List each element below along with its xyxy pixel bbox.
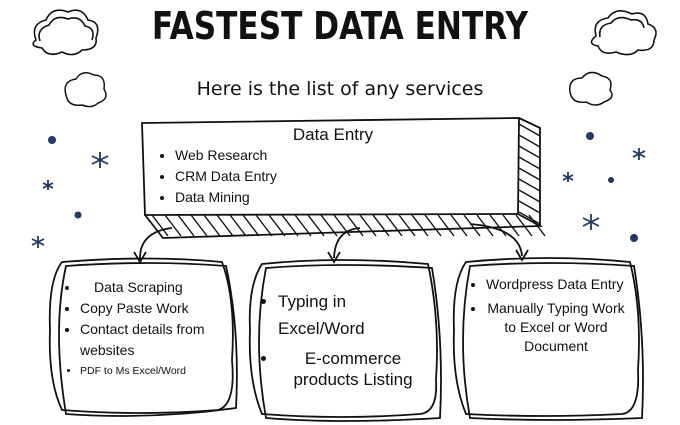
hatch-line xyxy=(177,214,195,237)
service-card-2: Typing in Excel/Word E-commerce products… xyxy=(258,288,428,390)
hatch-line xyxy=(518,123,541,137)
hatch-line xyxy=(359,214,377,237)
hatch-line xyxy=(411,214,429,237)
hatch-line xyxy=(518,134,541,148)
hatch-line xyxy=(515,214,533,237)
cloud-mid-left-icon xyxy=(64,72,107,108)
cloud-mid-right-icon xyxy=(569,71,613,106)
list-item: PDF to Ms Excel/Word xyxy=(80,361,234,381)
hatch-line xyxy=(398,214,416,237)
hatch-line xyxy=(164,214,182,237)
main-service-box: Data Entry Web Research CRM Data Entry D… xyxy=(147,122,519,214)
hatch-line xyxy=(518,211,541,225)
card-list: Data Scraping Copy Paste Work Contact de… xyxy=(58,277,234,381)
list-item: Data Scraping xyxy=(80,277,234,298)
hatch-line xyxy=(281,214,299,237)
hatch-line xyxy=(518,167,541,181)
page-subtitle: Here is the list of any services xyxy=(196,78,484,100)
card-frames xyxy=(48,257,644,422)
cloud-top-right-icon xyxy=(590,10,657,56)
hatch-line xyxy=(518,178,541,192)
list-item: Copy Paste Work xyxy=(80,298,234,319)
hatch-line xyxy=(307,214,325,237)
main-box-hatching xyxy=(151,123,546,237)
hatch-line xyxy=(320,214,338,237)
hatch-line xyxy=(242,214,260,237)
list-item: CRM Data Entry xyxy=(175,168,519,185)
hatch-line xyxy=(518,156,541,170)
hatch-line xyxy=(294,214,312,237)
main-box-heading: Data Entry xyxy=(292,125,374,144)
hatch-line xyxy=(151,214,169,237)
hatch-line xyxy=(385,214,403,237)
list-item: Web Research xyxy=(175,147,519,164)
list-item: Manually Typing Work to Excel or Word Do… xyxy=(486,299,626,356)
list-item: Typing in Excel/Word xyxy=(278,288,428,342)
main-box-list: Web Research CRM Data Entry Data Mining xyxy=(147,147,519,206)
page-title: FASTEST DATA ENTRY xyxy=(151,4,529,48)
hatch-line xyxy=(437,214,455,237)
main-box-frame xyxy=(141,117,544,239)
hatch-line xyxy=(518,189,541,203)
card-list: Typing in Excel/Word E-commerce products… xyxy=(258,288,428,390)
hatch-line xyxy=(203,214,221,237)
list-item: Wordpress Data Entry xyxy=(486,274,626,295)
hatch-line xyxy=(424,214,442,237)
star-icon xyxy=(31,148,646,248)
list-item: E-commerce products Listing xyxy=(278,348,428,390)
dot-icon xyxy=(48,132,638,242)
hatch-line xyxy=(518,145,541,159)
hatch-line xyxy=(346,214,364,237)
hatch-line xyxy=(502,214,520,237)
service-card-1: Data Scraping Copy Paste Work Contact de… xyxy=(58,277,234,381)
card-list: Wordpress Data Entry Manually Typing Wor… xyxy=(466,274,626,356)
list-item: Data Mining xyxy=(175,189,519,206)
hatch-line xyxy=(463,214,481,237)
hatch-line xyxy=(450,214,468,237)
hatch-line xyxy=(216,214,234,237)
hatch-line xyxy=(489,214,507,237)
hatch-line xyxy=(268,214,286,237)
arrow-icon xyxy=(133,223,529,264)
hatch-line xyxy=(190,214,208,237)
service-card-3: Wordpress Data Entry Manually Typing Wor… xyxy=(466,274,626,356)
hatch-line xyxy=(229,214,247,237)
hatch-line xyxy=(372,214,390,237)
cloud-top-left-icon xyxy=(32,9,99,56)
hatch-line xyxy=(518,200,541,214)
hatch-line xyxy=(255,214,273,237)
list-item: Contact details from websites xyxy=(80,319,234,361)
